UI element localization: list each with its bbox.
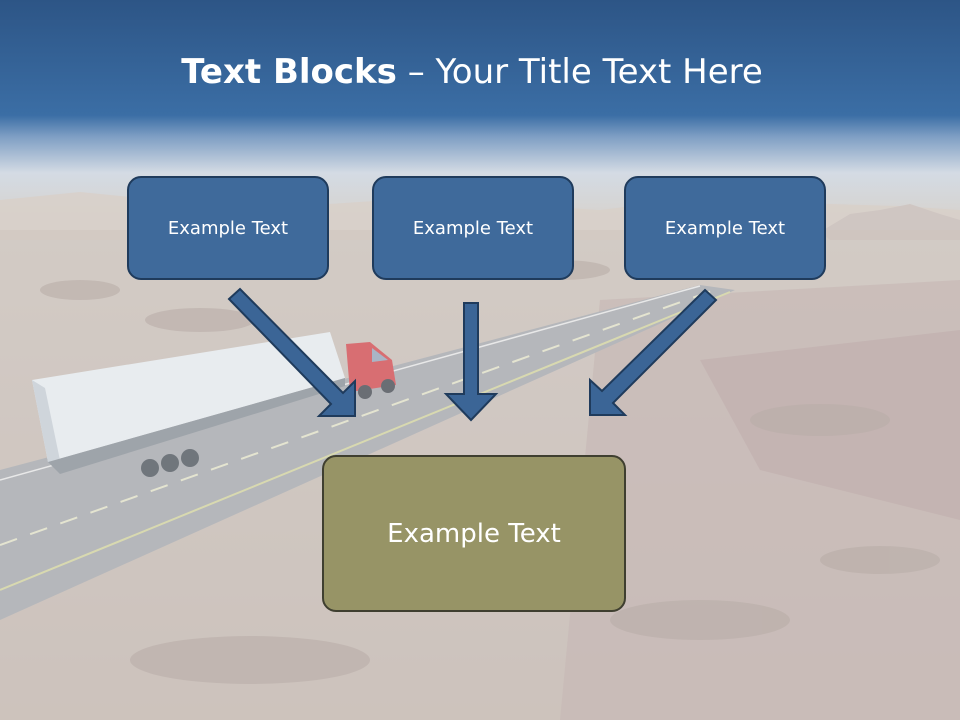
text-block-1: Example Text — [127, 176, 329, 280]
slide-title: Text Blocks – Your Title Text Here — [0, 52, 944, 92]
text-block-2: Example Text — [372, 176, 574, 280]
arrow-center-down — [443, 302, 499, 422]
text-block-3: Example Text — [624, 176, 826, 280]
target-text-block: Example Text — [322, 455, 626, 612]
title-dash: – — [396, 52, 436, 92]
arrow-right-diagonal — [589, 288, 718, 416]
title-strong-text: Text Blocks — [181, 52, 397, 92]
arrow-left-diagonal — [227, 287, 356, 417]
title-rest-text: Your Title Text Here — [435, 52, 763, 92]
